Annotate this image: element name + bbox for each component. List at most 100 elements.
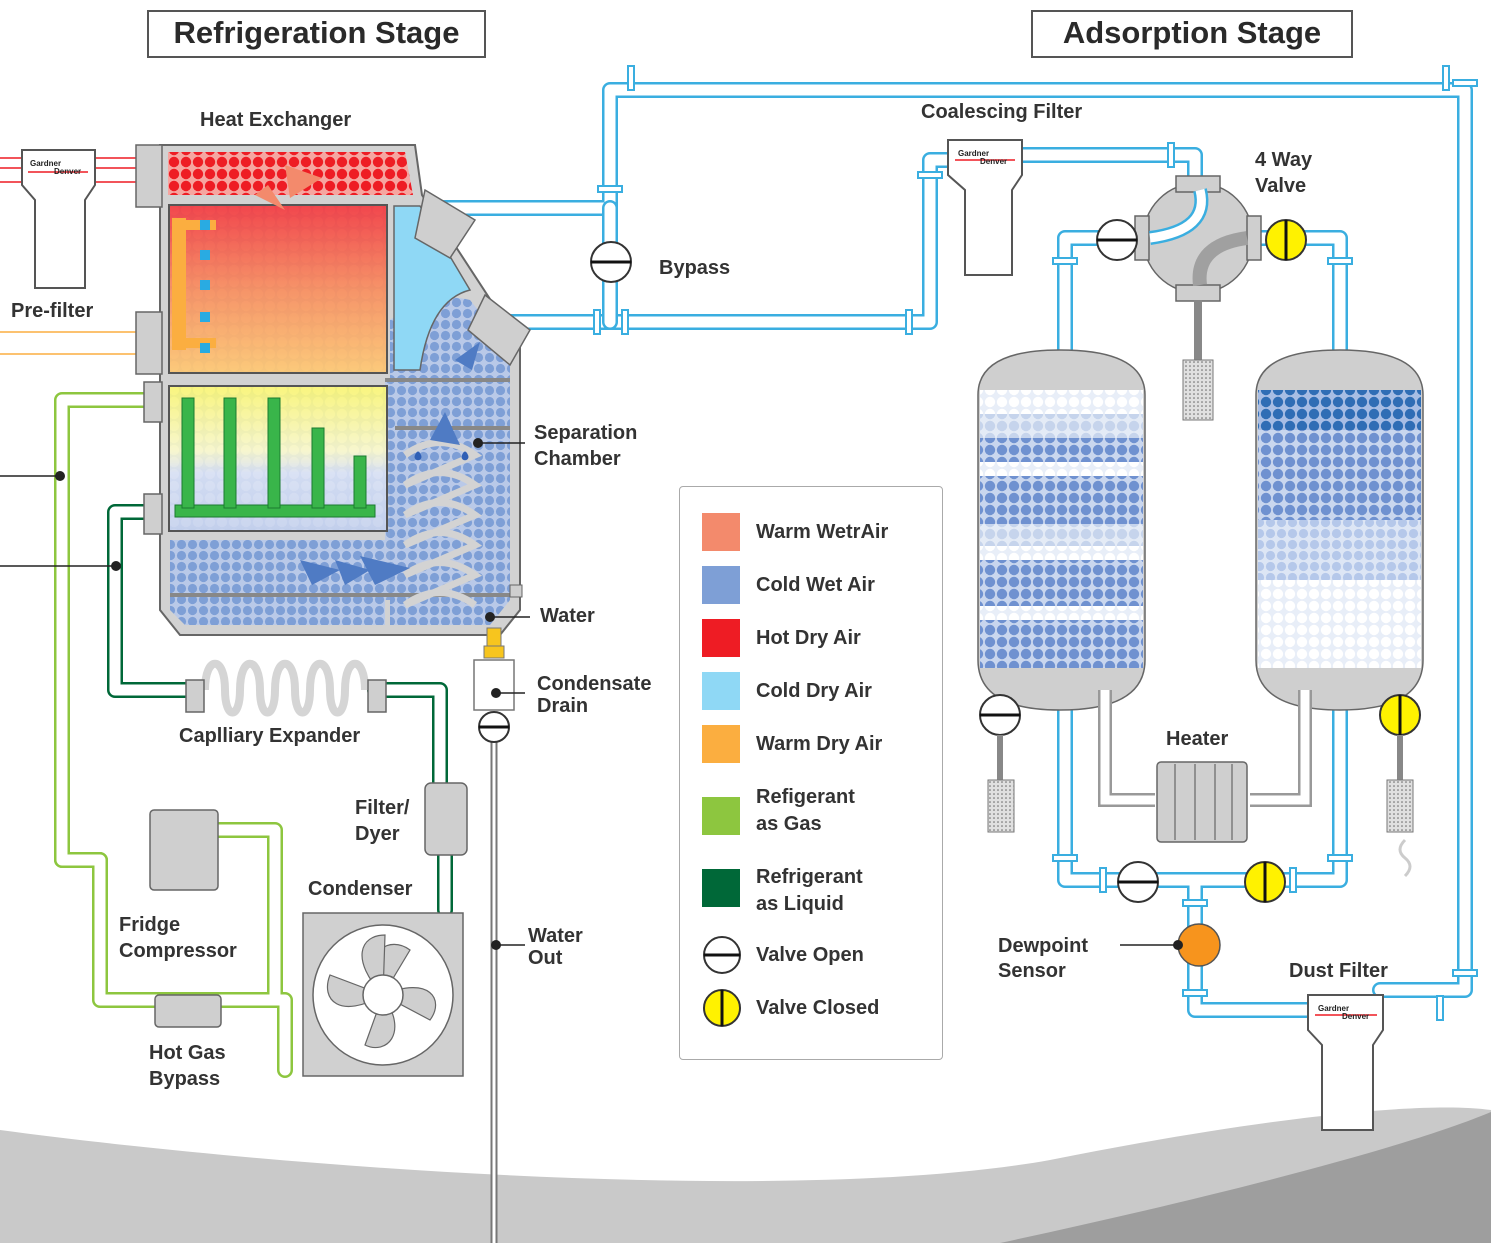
drain-valve	[478, 711, 510, 743]
legend-label: Cold Wet Air	[756, 574, 875, 596]
brand-line2: Denver	[54, 167, 82, 176]
legend-item-cold-dry-air: Cold Dry Air	[680, 672, 942, 712]
legend-label: Warm Dry Air	[756, 733, 883, 755]
legend-label: Hot Dry Air	[756, 627, 861, 649]
legend-swatch	[702, 619, 740, 657]
condensate-drain-unit	[473, 627, 515, 1243]
legend-swatch	[702, 672, 740, 710]
legend-label: Refrigerant	[756, 866, 863, 888]
legend-label: Valve Open	[756, 944, 864, 966]
legend-item-refrigerant-gas: Refigerant as Gas	[680, 786, 942, 847]
fridge-compressor-unit	[149, 809, 219, 891]
legend-label-line2: as Liquid	[756, 893, 844, 915]
warm-air-manifold	[172, 218, 216, 353]
legend-item-refrigerant-liquid: Refrigerant as Liquid	[680, 866, 942, 927]
water-out-label-2: Out	[528, 947, 563, 969]
condenser-label: Condenser	[308, 878, 413, 900]
filter-dryer-label-2: Dyer	[355, 823, 400, 845]
refrigeration-stage-title: Refrigeration Stage	[147, 10, 486, 58]
legend-item-warm-wet-air: Warm WetrAir	[680, 513, 942, 553]
valve-left-bottom	[979, 694, 1021, 833]
brand-line2: Denver	[1342, 1012, 1370, 1021]
hot-gas-bypass-label-1: Hot Gas	[149, 1042, 226, 1064]
separation-chamber-label-1: Separation	[534, 422, 638, 444]
desiccant-tower-left	[977, 349, 1146, 711]
condensate-drain-label-1: Condensate	[537, 673, 652, 695]
flow-arrows	[255, 165, 480, 585]
legend-item-valve-closed: Valve Closed	[680, 988, 942, 1032]
separation-chamber-label-2: Chamber	[534, 448, 621, 470]
brand-line1: Gardner	[30, 159, 62, 168]
legend-item-valve-open: Valve Open	[680, 935, 942, 979]
dewpoint-sensor-unit	[1177, 923, 1221, 967]
legend-item-hot-dry-air: Hot Dry Air	[680, 619, 942, 659]
dust-filter-brand: Gardner Denver	[1318, 1005, 1369, 1021]
air-pipe-couplings	[593, 65, 1478, 1021]
heater-unit	[1098, 690, 1312, 843]
pre-filter-unit	[21, 149, 96, 289]
legend-swatch	[702, 869, 740, 907]
four-way-valve-label-1: 4 Way	[1255, 149, 1313, 171]
water-out-label-1: Water	[528, 925, 583, 947]
capillary-coil	[185, 659, 387, 717]
fridge-compressor-label-2: Compressor	[119, 940, 237, 962]
legend-label: Cold Dry Air	[756, 680, 872, 702]
valve-bottom-open	[1117, 861, 1159, 903]
filter-dryer-unit	[424, 782, 468, 856]
four-way-valve-unit	[1134, 175, 1262, 421]
pre-filter-brand: Gardner Denver	[30, 160, 81, 176]
bypass-valve	[590, 241, 632, 283]
filter-dryer-label-1: Filter/	[355, 797, 410, 819]
heat-exchanger-label: Heat Exchanger	[200, 109, 352, 131]
fridge-compressor-label-1: Fridge	[119, 914, 181, 936]
legend-label: Refigerant	[756, 786, 855, 808]
legend-label-line2: as Gas	[756, 813, 822, 835]
pre-filter-label: Pre-filter	[11, 300, 94, 322]
dust-filter-label: Dust Filter	[1289, 960, 1388, 982]
legend-item-cold-wet-air: Cold Wet Air	[680, 566, 942, 606]
valve-left-top	[1096, 219, 1138, 261]
legend-label: Valve Closed	[756, 997, 880, 1019]
capillary-expander-label: Caplliary Expander	[179, 725, 361, 747]
legend-swatch	[702, 725, 740, 763]
dewpoint-sensor-label-1: Dewpoint	[998, 935, 1088, 957]
four-way-valve-label-2: Valve	[1255, 175, 1307, 197]
water-droplets	[414, 451, 469, 461]
valve-right-bottom	[1379, 694, 1421, 878]
evaporator-fins	[174, 397, 376, 518]
condenser-unit	[302, 912, 464, 1077]
condensate-drain-label-2: Drain	[537, 695, 589, 717]
water-label: Water	[540, 605, 595, 627]
brand-line1: Gardner	[1318, 1004, 1350, 1013]
dewpoint-sensor-label-2: Sensor	[998, 960, 1066, 982]
hot-gas-bypass-label-2: Bypass	[149, 1068, 221, 1090]
legend-swatch	[702, 513, 740, 551]
adsorption-stage-title: Adsorption Stage	[1031, 10, 1353, 58]
coalescing-filter-brand: Gardner Denver	[958, 150, 1007, 166]
floor-curve	[1000, 1112, 1491, 1243]
coalescing-filter-unit	[947, 139, 1023, 276]
leader-dots	[55, 438, 1183, 950]
floor-shadow	[0, 1107, 1491, 1243]
desiccant-tower-right	[1255, 349, 1424, 711]
brand-line2: Denver	[980, 157, 1008, 166]
valve-closed-icon	[703, 989, 741, 1027]
legend-item-warm-dry-air: Warm Dry Air	[680, 725, 942, 765]
hot-gas-bypass-unit	[154, 994, 222, 1028]
legend: Warm WetrAir Cold Wet Air Hot Dry Air Co…	[679, 486, 943, 1060]
separator-coil	[402, 439, 483, 609]
dust-filter-unit	[1307, 994, 1384, 1131]
valve-bottom-closed	[1244, 861, 1286, 903]
valve-right-top	[1265, 219, 1307, 261]
bypass-label: Bypass	[659, 257, 731, 279]
legend-swatch	[702, 797, 740, 835]
refrigerant-pipes	[54, 392, 453, 1078]
coalescing-filter-label: Coalescing Filter	[921, 101, 1083, 123]
brand-line1: Gardner	[958, 149, 990, 158]
legend-swatch	[702, 566, 740, 604]
valve-open-icon	[703, 936, 741, 974]
refrigeration-housing	[135, 144, 531, 636]
heater-label: Heater	[1166, 728, 1229, 750]
